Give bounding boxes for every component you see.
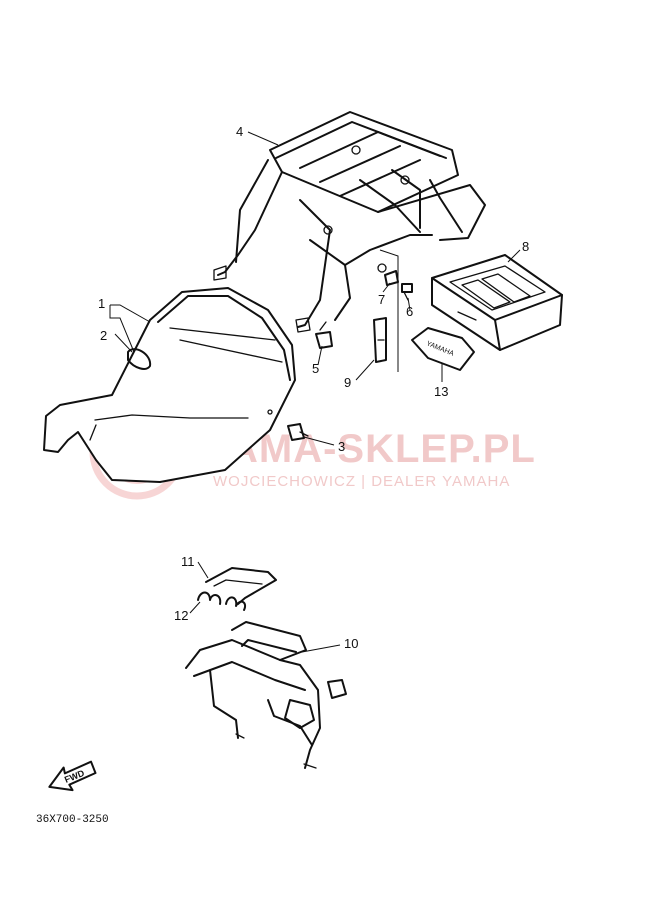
bolt-5 (315, 321, 333, 349)
callout-11: 11 (181, 554, 195, 569)
bolt-6 (401, 283, 413, 301)
grab-bar-bracket (185, 621, 347, 769)
bolt-3 (287, 423, 309, 441)
seat (43, 287, 296, 483)
rear-carrier-rack (213, 111, 486, 333)
callout-12: 12 (174, 608, 188, 623)
callout-6: 6 (406, 304, 413, 319)
leader-lines (109, 131, 521, 653)
callout-1: 1 (98, 296, 105, 311)
spring-12 (197, 591, 246, 611)
forward-arrow-icon: FWD (48, 760, 97, 792)
callout-5: 5 (312, 361, 319, 376)
diagram-code: 36X700-3250 (36, 814, 109, 826)
tool-pouch: YAMAHA (411, 327, 475, 371)
callout-8: 8 (522, 239, 529, 254)
callout-4: 4 (236, 124, 243, 139)
callout-7: 7 (378, 292, 385, 307)
callout-10: 10 (344, 636, 358, 651)
callout-3: 3 (338, 439, 345, 454)
collar-7 (384, 270, 399, 286)
band-strap (373, 317, 387, 363)
callout-13: 13 (434, 384, 448, 399)
callout-9: 9 (344, 375, 351, 390)
tool-box (431, 254, 563, 351)
hook-11 (205, 567, 277, 605)
watermark-subtitle: WOJCIECHOWICZ | DEALER YAMAHA (213, 473, 510, 490)
callouts: 1 2 3 4 5 6 7 8 9 10 11 12 13 (98, 124, 529, 651)
callout-2: 2 (100, 328, 107, 343)
